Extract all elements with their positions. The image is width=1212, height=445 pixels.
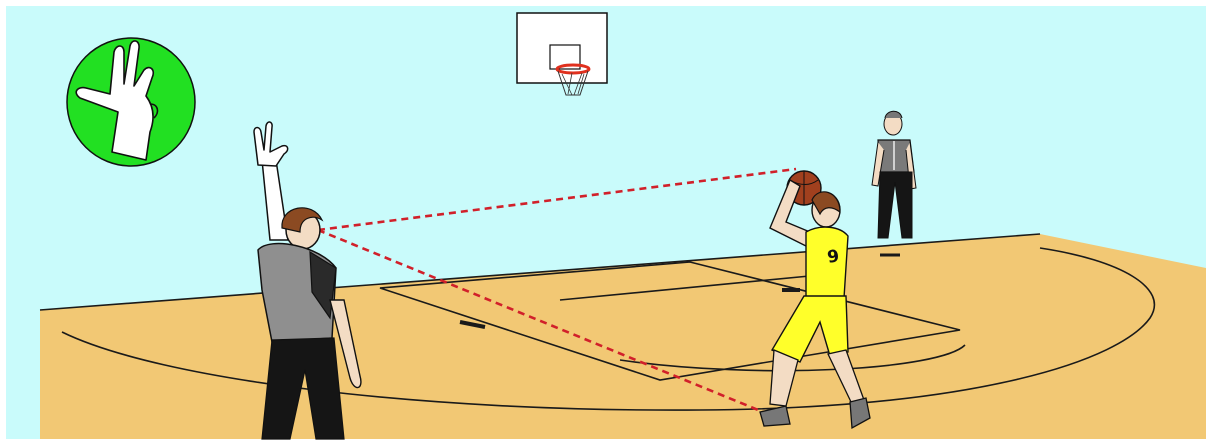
signal-badge (67, 38, 195, 166)
shooter-jersey (806, 227, 848, 300)
